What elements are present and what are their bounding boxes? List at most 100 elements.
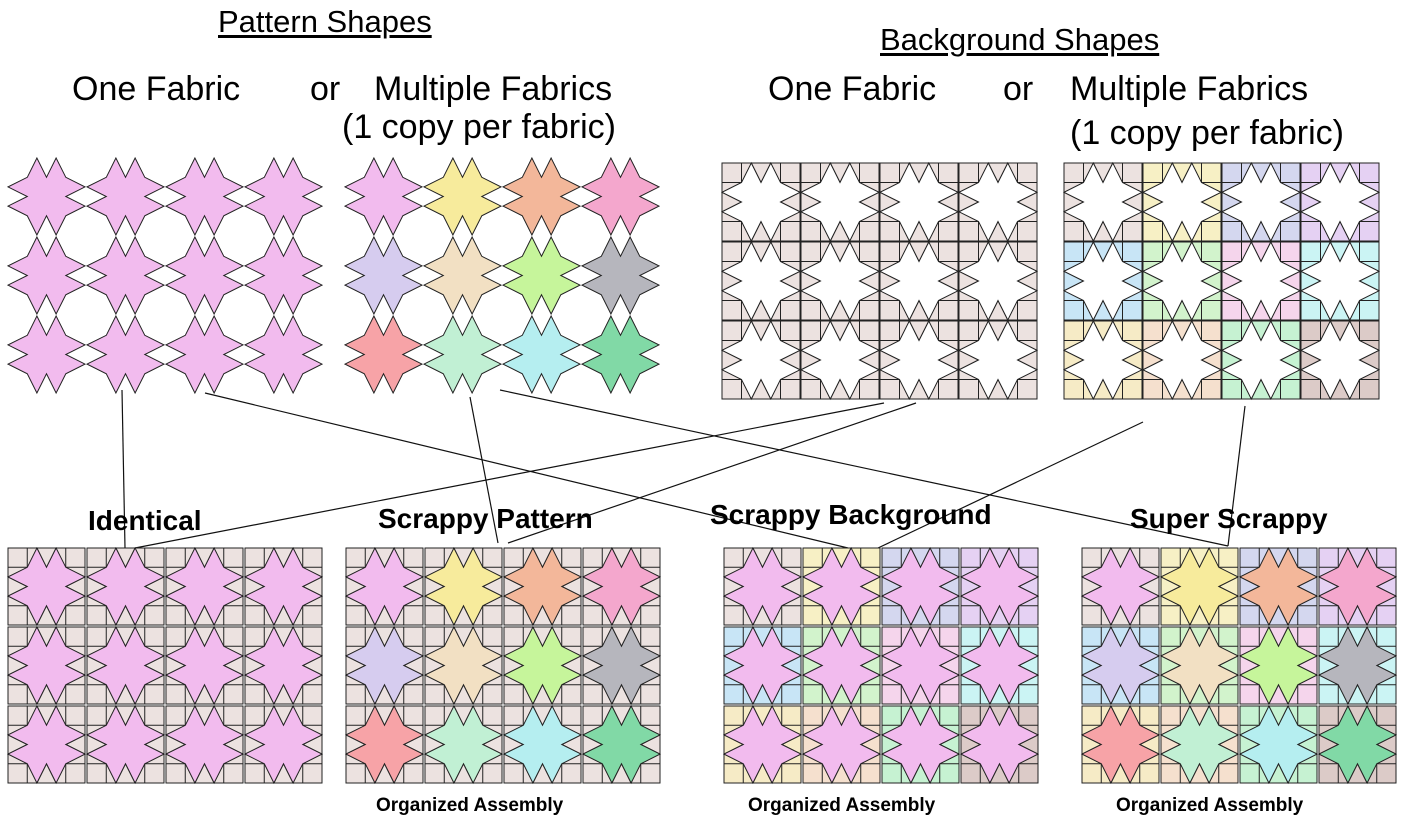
background-block (1299, 240, 1381, 322)
star-shape (6, 314, 87, 395)
star-shape (6, 156, 87, 237)
scrappy-background-label: Scrappy Background (710, 499, 992, 530)
background-or-label: or (1003, 70, 1034, 108)
background-block (6, 625, 87, 706)
background-block (1238, 546, 1319, 627)
background-block (85, 546, 166, 627)
background-block (1141, 161, 1223, 243)
background-block (1080, 625, 1161, 706)
background-block (6, 546, 87, 627)
background-block (1238, 625, 1319, 706)
background-multiple-fabrics-label: Multiple Fabrics (1070, 70, 1309, 108)
background-block (878, 319, 960, 401)
background-block (1299, 161, 1381, 243)
background-block (957, 319, 1039, 401)
background-copy-note: (1 copy per fabric) (1070, 114, 1344, 152)
star-shape (243, 156, 324, 237)
organized-assembly-label: Organized Assembly (376, 795, 564, 816)
pattern-one-fabric-grid (6, 156, 324, 395)
pattern-shapes-heading: Pattern Shapes (218, 4, 432, 39)
background-block (722, 704, 803, 785)
pattern-one-fabric-label: One Fabric (72, 70, 241, 108)
background-block (502, 546, 583, 627)
background-block (344, 625, 425, 706)
scrappy-pattern-quilt (344, 546, 662, 785)
background-block (878, 161, 960, 243)
background-block (1159, 704, 1240, 785)
background-block (502, 625, 583, 706)
connector-line (121, 389, 126, 549)
super-scrappy-quilt (1080, 546, 1398, 785)
scrappy-pattern-label: Scrappy Pattern (378, 503, 593, 534)
background-block (1062, 161, 1144, 243)
background-block (6, 704, 87, 785)
star-shape (343, 156, 424, 237)
background-block (243, 704, 324, 785)
background-block (1159, 546, 1240, 627)
background-block (1299, 319, 1381, 401)
background-block (957, 240, 1039, 322)
scrappy-background-quilt (722, 546, 1040, 785)
star-shape (422, 235, 503, 316)
background-block (880, 625, 961, 706)
star-shape (6, 235, 87, 316)
star-shape (580, 314, 661, 395)
background-block (801, 546, 882, 627)
connector-line (499, 389, 1229, 547)
background-block (344, 546, 425, 627)
background-block (1238, 704, 1319, 785)
star-shape (343, 235, 424, 316)
connector-line (877, 421, 1144, 549)
connector-line (507, 402, 917, 544)
star-shape (164, 235, 245, 316)
background-block (85, 625, 166, 706)
star-shape (343, 314, 424, 395)
background-block (959, 546, 1040, 627)
background-block (1080, 546, 1161, 627)
background-block (799, 240, 881, 322)
background-block (581, 546, 662, 627)
star-shape (580, 156, 661, 237)
background-block (1220, 161, 1302, 243)
background-block (880, 546, 961, 627)
background-block (1317, 704, 1398, 785)
star-shape (422, 156, 503, 237)
star-shape (243, 235, 324, 316)
star-shape (243, 314, 324, 395)
background-block (1062, 240, 1144, 322)
background-multiple-fabrics-grid (1062, 161, 1381, 401)
background-block (423, 546, 504, 627)
background-block (1317, 546, 1398, 627)
background-block (878, 240, 960, 322)
background-block (722, 625, 803, 706)
background-block (243, 625, 324, 706)
background-block (799, 161, 881, 243)
star-shape (501, 235, 582, 316)
identical-quilt (6, 546, 324, 785)
background-one-fabric-grid (720, 161, 1039, 401)
pattern-multiple-fabrics-label: Multiple Fabrics (374, 70, 613, 108)
background-block (423, 625, 504, 706)
background-block (581, 704, 662, 785)
connector-line (134, 402, 885, 549)
background-block (720, 319, 802, 401)
background-block (957, 161, 1039, 243)
star-shape (501, 314, 582, 395)
background-block (1317, 625, 1398, 706)
connector-line (204, 392, 849, 549)
star-shape (164, 156, 245, 237)
background-shapes-heading: Background Shapes (880, 22, 1160, 57)
connector-line (1227, 405, 1246, 547)
star-shape (164, 314, 245, 395)
super-scrappy-label: Super Scrappy (1130, 503, 1328, 534)
background-block (959, 704, 1040, 785)
background-block (799, 319, 881, 401)
star-shape (85, 314, 166, 395)
background-block (164, 625, 245, 706)
background-block (243, 546, 324, 627)
background-block (1159, 625, 1240, 706)
star-shape (580, 235, 661, 316)
organized-assembly-label: Organized Assembly (748, 795, 936, 816)
organized-assembly-label: Organized Assembly (1116, 795, 1304, 816)
